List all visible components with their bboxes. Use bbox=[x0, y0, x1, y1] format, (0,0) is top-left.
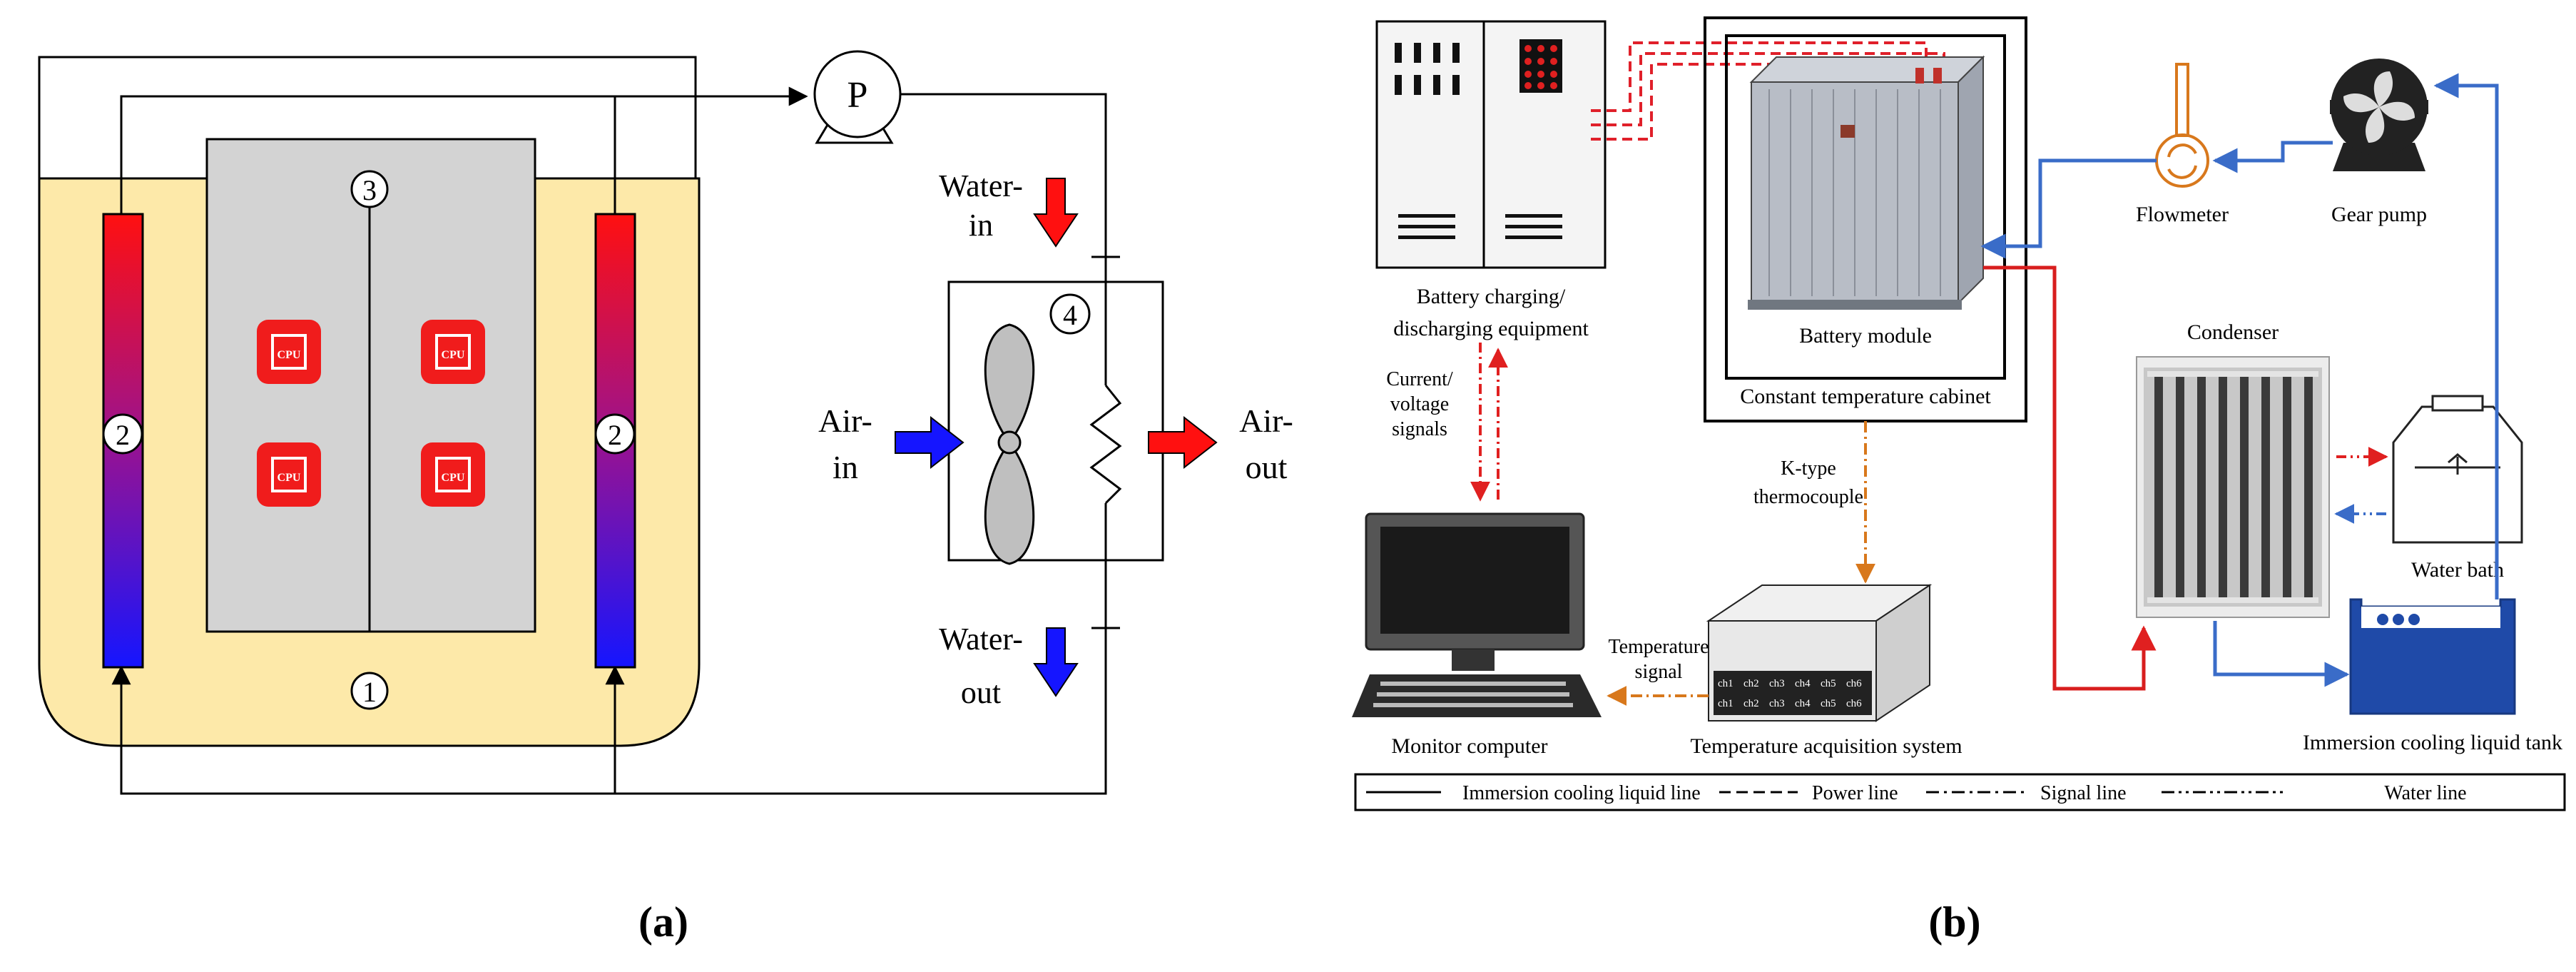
exchanger-coil bbox=[1089, 385, 1122, 505]
water-out-label-2: out bbox=[961, 675, 1001, 710]
acquisition-box bbox=[1706, 584, 1933, 722]
battery-module bbox=[1748, 55, 1985, 310]
temperature-signal-label-1: Temperature bbox=[1608, 636, 1709, 658]
legend-signal-label: Signal line bbox=[2040, 782, 2127, 804]
channel-label: ch1 bbox=[1718, 678, 1734, 689]
current-voltage-label-3: signals bbox=[1392, 418, 1447, 440]
caption-a: (a) bbox=[638, 898, 688, 946]
cabinet-label: Constant temperature cabinet bbox=[1740, 385, 1991, 408]
immersion-lines bbox=[1980, 73, 2499, 691]
water-bath-label: Water bath bbox=[2411, 558, 2504, 582]
legend-power-label: Power line bbox=[1812, 782, 1898, 804]
label-circle-2-left: 2 bbox=[116, 419, 130, 451]
water-in-label-2: in bbox=[969, 208, 993, 243]
monitor-computer-icon bbox=[1352, 512, 1602, 717]
gear-pump-icon bbox=[2330, 59, 2428, 171]
liquid-tank-icon bbox=[2349, 598, 2516, 715]
temperature-signal-label-2: signal bbox=[1635, 661, 1683, 683]
k-type-label-2: thermocouple bbox=[1753, 486, 1863, 508]
channel-label: ch5 bbox=[1821, 698, 1836, 709]
water-in-label-1: Water- bbox=[939, 168, 1023, 203]
channel-label: ch1 bbox=[1718, 698, 1734, 709]
label-circle-2-right: 2 bbox=[608, 419, 622, 451]
current-voltage-label-2: voltage bbox=[1390, 393, 1449, 415]
legend-immersion-label: Immersion cooling liquid line bbox=[1462, 782, 1701, 804]
air-out-arrow bbox=[1148, 415, 1218, 470]
flowmeter-icon bbox=[2155, 63, 2209, 188]
pump-outlet-pipe bbox=[900, 93, 1107, 264]
water-out-arrow bbox=[1033, 627, 1079, 697]
channel-label: ch2 bbox=[1743, 678, 1759, 689]
server-board bbox=[205, 138, 536, 633]
channel-label: ch5 bbox=[1821, 678, 1836, 689]
cpu-chip-icon: CPU bbox=[421, 442, 485, 507]
cabinet-to-condenser-line bbox=[1983, 265, 2157, 691]
label-circle-1: 1 bbox=[362, 676, 377, 708]
fan-icon bbox=[984, 323, 1035, 565]
cpu-chip-icon: CPU bbox=[421, 320, 485, 384]
channel-label: ch6 bbox=[1846, 678, 1862, 689]
cpu-chip-label: CPU bbox=[442, 349, 465, 361]
channel-label: ch2 bbox=[1743, 698, 1759, 709]
air-in-label-1: Air- bbox=[818, 403, 872, 439]
condenser-icon bbox=[2136, 356, 2330, 618]
channel-label: ch3 bbox=[1769, 698, 1785, 709]
label-circle-4: 4 bbox=[1063, 299, 1077, 331]
pump-label: P bbox=[847, 75, 868, 116]
caption-b: (b) bbox=[1928, 898, 1980, 946]
air-out-label-1: Air- bbox=[1239, 403, 1293, 439]
legend-water-label: Water line bbox=[2384, 782, 2466, 804]
condenser-label: Condenser bbox=[2187, 320, 2279, 344]
legend: Immersion cooling liquid line Power line… bbox=[1354, 773, 2566, 811]
return-pipe bbox=[38, 56, 697, 178]
k-type-label-1: K-type bbox=[1781, 457, 1836, 480]
battery-equipment-label-1: Battery charging/ bbox=[1417, 285, 1566, 308]
cpu-chip-label: CPU bbox=[278, 349, 301, 361]
condenser-to-tank-line bbox=[2213, 621, 2350, 687]
channel-label: ch6 bbox=[1846, 698, 1862, 709]
battery-equipment bbox=[1375, 20, 1607, 269]
heat-exchanger-box bbox=[947, 280, 1164, 562]
acquisition-label: Temperature acquisition system bbox=[1690, 734, 1962, 758]
channel-label: ch4 bbox=[1795, 698, 1811, 709]
bottom-pipe bbox=[111, 628, 1107, 795]
cpu-chips: CPU CPU CPU CPU bbox=[257, 320, 485, 507]
monitor-label: Monitor computer bbox=[1391, 734, 1547, 758]
air-out-label-2: out bbox=[1246, 449, 1288, 485]
top-pipe-left bbox=[120, 86, 808, 214]
battery-module-label: Battery module bbox=[1799, 324, 1932, 348]
cpu-chip-icon: CPU bbox=[257, 320, 321, 384]
cabinet-inner bbox=[1725, 34, 2006, 380]
tank-to-pump-line bbox=[2433, 73, 2499, 599]
cpu-chip-icon: CPU bbox=[257, 442, 321, 507]
panel-a: P 3 CPU CPU CPU bbox=[38, 50, 1293, 946]
water-in-arrow bbox=[1033, 178, 1079, 248]
water-bath-icon bbox=[2392, 395, 2523, 544]
current-voltage-label-1: Current/ bbox=[1386, 368, 1453, 390]
cpu-chip-label: CPU bbox=[278, 472, 301, 484]
battery-equipment-label-2: discharging equipment bbox=[1393, 317, 1589, 340]
label-circle-3: 3 bbox=[362, 174, 377, 206]
channel-label: ch4 bbox=[1795, 678, 1811, 689]
panel-b: Battery charging/ discharging equipment bbox=[1352, 16, 2566, 946]
channel-label: ch3 bbox=[1769, 678, 1785, 689]
pump: P bbox=[813, 50, 902, 144]
channel-labels: ch1 ch2 ch3 ch4 ch5 ch6 ch1 ch2 ch3 ch4 … bbox=[1718, 678, 1862, 709]
flowmeter-to-cabinet-line bbox=[1980, 158, 2157, 259]
water-out-label-1: Water- bbox=[939, 622, 1023, 657]
cpu-chip-label: CPU bbox=[442, 472, 465, 484]
air-in-arrow bbox=[895, 415, 964, 470]
gear-pump-label: Gear pump bbox=[2331, 203, 2427, 226]
pump-to-flowmeter-line bbox=[2212, 141, 2333, 173]
flowmeter-label: Flowmeter bbox=[2136, 203, 2229, 226]
air-in-label-2: in bbox=[833, 449, 858, 485]
liquid-tank-label: Immersion cooling liquid tank bbox=[2303, 731, 2562, 754]
